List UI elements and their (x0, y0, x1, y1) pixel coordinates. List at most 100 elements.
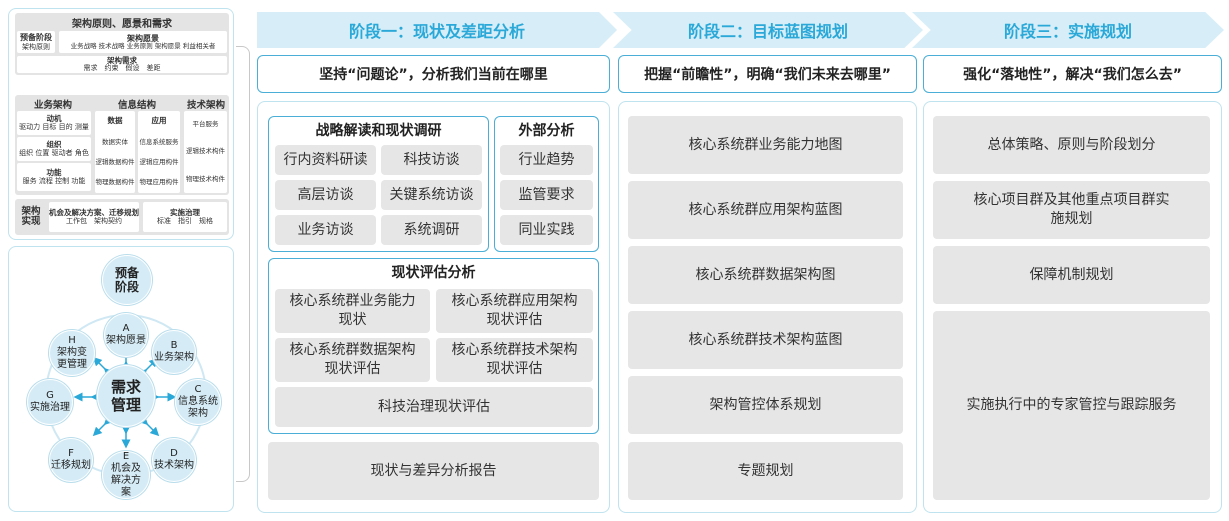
node-b-label: 业务架构 (154, 352, 194, 363)
app-sub2: 逻辑应用构件 (139, 157, 179, 166)
external-title: 外部分析 (518, 123, 575, 139)
cycle-prep-node: 预备阶段 (102, 255, 152, 305)
app-title: 应用 (151, 116, 167, 126)
assess-item: 核心系统群应用架构现状评估 (436, 289, 593, 333)
cycle-node-c: C 信息系统架构 (175, 379, 221, 425)
tech-sub3: 物理技术构件 (186, 174, 225, 183)
cycle-node-b: B 业务架构 (152, 330, 196, 374)
strategy-item: 科技访谈 (381, 145, 482, 175)
tech-column: 平台服务 逻辑技术构件 物理技术构件 (184, 111, 227, 193)
data-sub2: 逻辑数据构件 (95, 157, 135, 166)
cycle-node-h: H 架构变更管理 (49, 330, 95, 376)
stage2-item: 核心系统群业务能力地图 (628, 116, 903, 174)
analysis-report: 现状与差异分析报告 (268, 442, 599, 500)
framework-title: 架构原则、愿景和需求 (72, 18, 172, 30)
opp-title: 机会及解决方案、迁移规划 (49, 207, 139, 217)
tech-arch-title: 技术架构 (186, 99, 225, 111)
func-sub: 服务 流程 控制 功能 (22, 177, 86, 186)
node-a-letter: A (122, 323, 130, 334)
node-h-letter: H (68, 335, 76, 346)
vision-box: 架构愿景 业务战略 技术战略 业务原则 架构愿景 利益相关者 (59, 31, 227, 53)
stage3-item: 保障机制规划 (933, 246, 1210, 304)
gov-title: 实施治理 (170, 207, 200, 217)
strategy-item: 业务访谈 (275, 215, 376, 245)
node-f-label: 迁移规划 (51, 460, 91, 471)
node-a-label: 架构愿景 (106, 335, 146, 346)
stage2-item: 专题规划 (628, 442, 903, 500)
stage2-slogan-text: 把握“前瞻性”，明确“我们未来去哪里” (644, 67, 891, 83)
arrow-b (137, 357, 159, 379)
prep-box: 预备阶段 架构原则 (17, 31, 55, 53)
strategy-item: 高层访谈 (275, 180, 376, 210)
stage3-title: 阶段三：实施规划 (1003, 22, 1132, 41)
left-bracket (236, 46, 250, 482)
stage2-item: 核心系统群技术架构蓝图 (628, 311, 903, 369)
org-box: 组织 组织 位置 驱动者 角色 (17, 137, 91, 161)
requirements-sub: 需求 约束 假设 差距 (83, 63, 161, 72)
tech-sub2: 逻辑技术构件 (186, 147, 225, 156)
node-d-label: 技术架构 (154, 460, 194, 471)
data-title: 数据 (107, 116, 123, 126)
arrow-f (92, 415, 114, 437)
stage1-column (257, 101, 610, 513)
governance-box: 实施治理 标准 指引 规格 (143, 202, 227, 232)
node-h-label: 架构变更管理 (57, 347, 87, 370)
stage3-item: 核心项目群及其他重点项目群实施规划 (933, 181, 1210, 239)
stage3-column (923, 101, 1222, 513)
org-title: 组织 (46, 139, 62, 149)
requirements-box: 架构需求 需求 约束 假设 差距 (17, 56, 227, 73)
node-c-letter: C (194, 384, 202, 395)
assess-item: 核心系统群业务能力现状 (275, 289, 430, 333)
cycle-node-e: E 机会及解决方案 (102, 451, 150, 499)
arrow-d (138, 415, 160, 437)
strategy-item: 系统调研 (381, 215, 482, 245)
org-sub: 组织 位置 驱动者 角色 (19, 149, 89, 158)
stage3-slogan-text: 强化“落地性”，解决“我们怎么去” (963, 67, 1182, 83)
arrow-h (92, 356, 114, 378)
assess-item: 核心系统群数据架构现状评估 (275, 338, 430, 382)
cycle-node-a: A 架构愿景 (104, 313, 148, 357)
stage1-slogan-text: 坚持“问题论”，分析我们当前在哪里 (319, 67, 548, 83)
impl-title: 架构实现 (21, 205, 41, 227)
stage1-slogan: 坚持“问题论”，分析我们当前在哪里 (257, 55, 610, 93)
vision-sub: 业务战略 技术战略 业务原则 架构愿景 利益相关者 (70, 41, 216, 50)
prep-sub: 架构原则 (22, 42, 50, 51)
func-box: 功能 服务 流程 控制 功能 (17, 163, 91, 191)
stage3-slogan: 强化“落地性”，解决“我们怎么去” (923, 55, 1222, 93)
stage2-slogan: 把握“前瞻性”，明确“我们未来去哪里” (618, 55, 917, 93)
cycle-prep-label: 预备阶段 (114, 265, 139, 294)
assess-item: 核心系统群技术架构现状评估 (436, 338, 593, 382)
node-e-label: 机会及解决方案 (111, 463, 141, 498)
requirements-title: 架构需求 (107, 55, 137, 65)
node-c-label: 信息系统架构 (178, 396, 218, 419)
tech-sub1: 平台服务 (192, 119, 219, 128)
opp-sub: 工作包 架构契约 (66, 217, 122, 226)
stage3-header: 阶段三：实施规划 (912, 12, 1224, 48)
app-column: 应用 信息系统服务 逻辑应用构件 物理应用构件 (138, 111, 180, 193)
gov-sub: 标准 指引 规格 (157, 217, 213, 226)
info-arch-title: 信息结构 (117, 99, 156, 111)
app-sub1: 信息系统服务 (139, 137, 179, 146)
external-item: 同业实践 (500, 215, 593, 245)
app-sub3: 物理应用构件 (139, 178, 179, 187)
func-title: 功能 (46, 167, 62, 177)
data-sub3: 物理数据构件 (95, 178, 135, 187)
node-b-letter: B (170, 340, 178, 351)
cycle-center-node: 需求管理 (97, 365, 155, 427)
cycle-node-g: G 实施治理 (27, 379, 73, 425)
cycle-node-f: F 迁移规划 (49, 438, 93, 482)
strategy-item: 关键系统访谈 (381, 180, 482, 210)
assess-wide-item: 科技治理现状评估 (275, 387, 593, 427)
stage2-title: 阶段二：目标蓝图规划 (687, 22, 848, 41)
node-d-letter: D (170, 448, 178, 459)
cycle-node-d: D 技术架构 (152, 438, 196, 482)
motive-box: 动机 驱动力 目标 目的 测量 (17, 111, 91, 135)
stage1-header: 阶段一：现状及差距分析 (257, 12, 617, 48)
stage2-item: 核心系统群应用架构蓝图 (628, 181, 903, 239)
stage3-item: 实施执行中的专家管控与跟踪服务 (933, 311, 1210, 500)
stage2-column (618, 101, 917, 513)
stage2-header: 阶段二：目标蓝图规划 (613, 12, 923, 48)
node-g-label: 实施治理 (30, 402, 70, 413)
data-column: 数据 数据实体 逻辑数据构件 物理数据构件 (95, 111, 135, 193)
architecture-framework-panel: 架构原则、愿景和需求 预备阶段 架构原则 架构愿景 业务战略 技术战略 业务原则… (8, 8, 234, 240)
